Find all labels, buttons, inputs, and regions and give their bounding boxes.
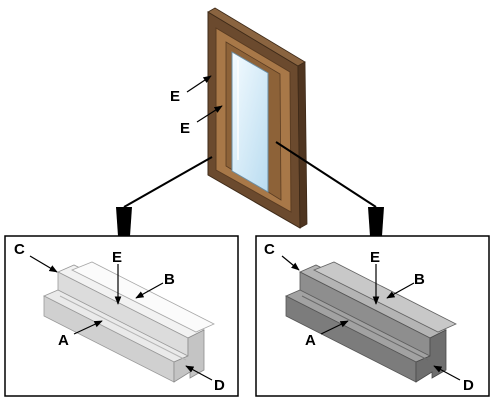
left-callout-a: A [58, 320, 103, 349]
window-label-e-upper: E [170, 88, 180, 105]
right-label-b: B [414, 271, 425, 288]
left-label-a: A [58, 332, 69, 349]
window-label-e-lower: E [180, 120, 190, 137]
left-label-e: E [112, 249, 122, 266]
right-label-c: C [264, 241, 275, 258]
right-callout-d: D [433, 365, 474, 394]
left-callout-d: D [185, 365, 225, 394]
window-callout-lower: E [180, 105, 223, 137]
left-callout-e: E [112, 249, 122, 305]
right-detail-panel: C E B A D [255, 235, 490, 397]
right-callout-b: B [386, 271, 425, 299]
left-label-d: D [214, 377, 225, 394]
window-frame-edge [297, 61, 308, 229]
right-callout-a: A [305, 320, 349, 349]
left-callout-b: B [135, 271, 175, 299]
left-detail-panel: C E B A D [4, 235, 239, 397]
left-label-b: B [164, 271, 175, 288]
right-label-e: E [370, 249, 380, 266]
right-callout-e: E [370, 249, 380, 305]
left-callout-c: C [14, 241, 58, 273]
window-glass [231, 51, 269, 193]
left-label-c: C [14, 241, 25, 258]
right-callout-c: C [264, 241, 300, 271]
right-label-a: A [305, 332, 316, 349]
right-label-d: D [463, 377, 474, 394]
detail-connectors [116, 141, 384, 236]
window-illustration [207, 7, 308, 229]
window-callout-upper: E [170, 75, 212, 105]
